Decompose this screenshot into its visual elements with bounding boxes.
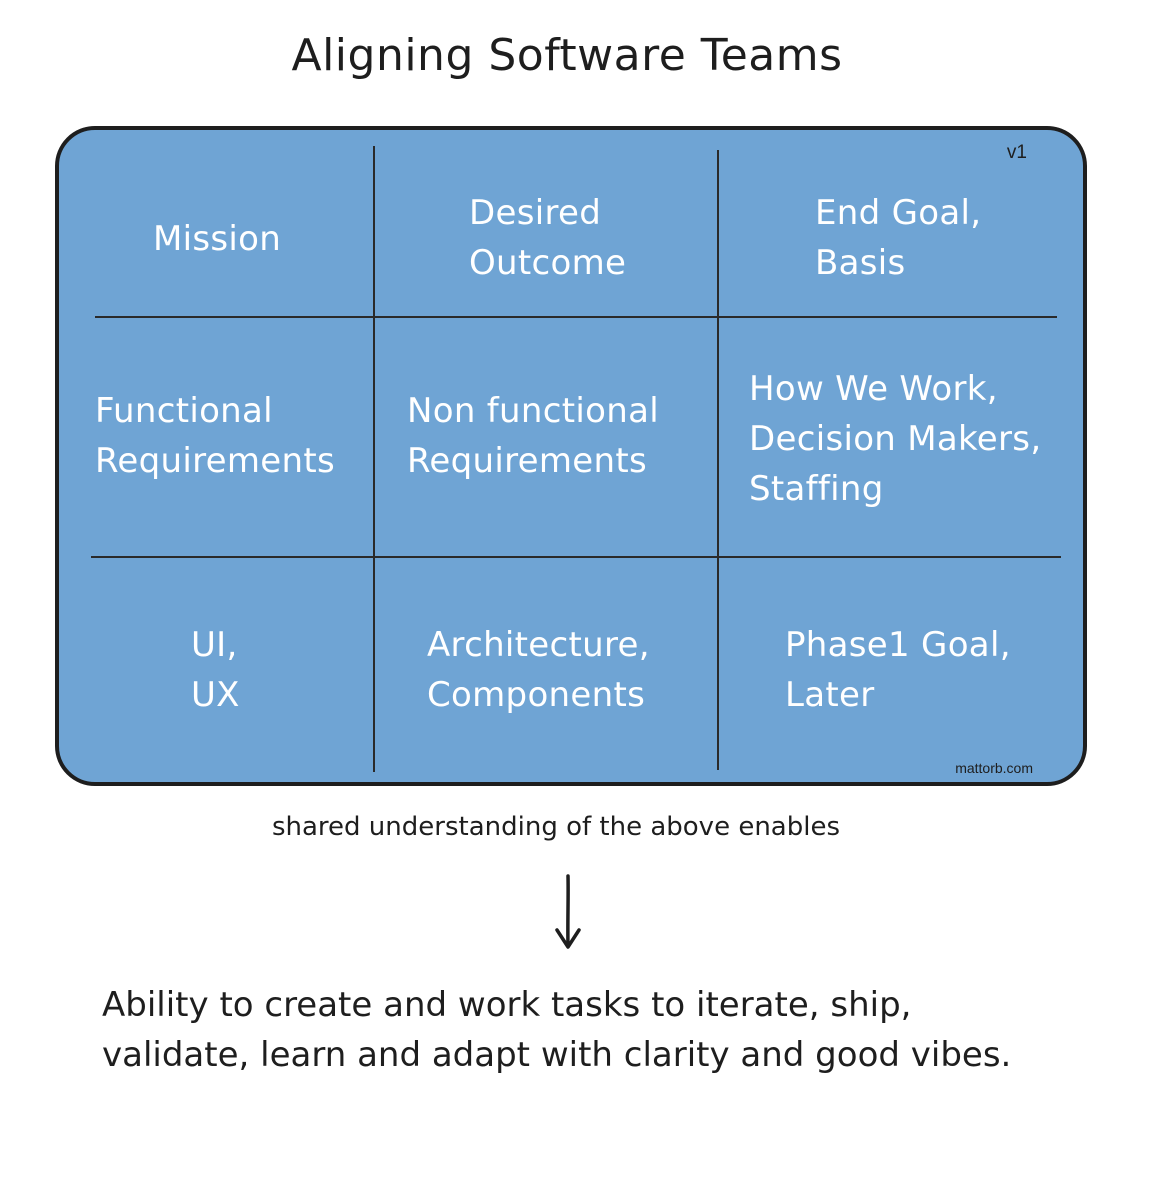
down-arrow-icon	[555, 874, 581, 949]
grid-divider-horizontal-1	[95, 316, 1057, 318]
cell-ui-ux: UI, UX	[191, 625, 240, 715]
cell-desired-outcome: Desired Outcome	[469, 193, 627, 283]
credit-label: mattorb.com	[955, 760, 1033, 776]
cell-mission: Mission	[153, 219, 282, 259]
version-label: v1	[1006, 142, 1027, 163]
cell-functional-requirements: Functional Requirements	[95, 391, 335, 481]
grid-divider-horizontal-2	[91, 556, 1061, 558]
cell-architecture-components: Architecture, Components	[427, 625, 650, 715]
grid-divider-vertical-2	[717, 150, 719, 770]
diagram-title: Aligning Software Teams	[291, 30, 843, 81]
cell-end-goal-basis: End Goal, Basis	[815, 193, 982, 283]
grid-divider-vertical-1	[373, 146, 375, 772]
cell-phase1-goal-later: Phase1 Goal, Later	[785, 625, 1011, 715]
alignment-board: v1 mattorb.com Mission Desired Outcome E…	[55, 126, 1087, 786]
cell-how-we-work: How We Work, Decision Makers, Staffing	[749, 369, 1042, 509]
cell-non-functional-requirements: Non functional Requirements	[407, 391, 659, 481]
enables-caption: shared understanding of the above enable…	[271, 812, 841, 842]
outcome-statement: Ability to create and work tasks to iter…	[102, 985, 1012, 1075]
